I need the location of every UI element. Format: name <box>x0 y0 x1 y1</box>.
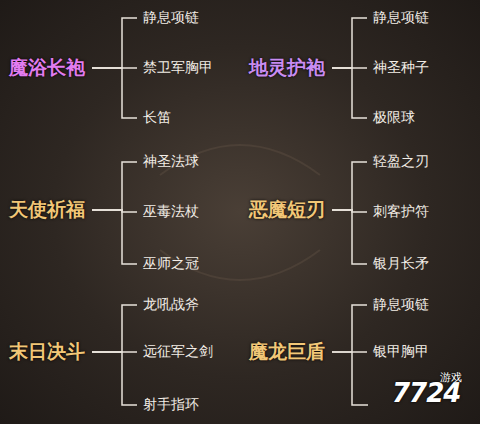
item-name: 神圣法球 <box>143 153 199 169</box>
component-item: 银甲胸甲 <box>370 341 432 363</box>
item-name: 银月长矛 <box>373 255 429 271</box>
bracket-connector <box>92 68 137 118</box>
item-name: 静息项链 <box>373 9 429 25</box>
item-name: 极限球 <box>373 109 415 125</box>
component-item: 静息项链 <box>370 294 432 316</box>
component-item: 轻盈之刃 <box>370 151 432 173</box>
bracket-connector <box>92 18 137 68</box>
bracket-connector <box>332 68 367 118</box>
item-name: 长笛 <box>143 109 171 125</box>
component-item: 长笛 <box>140 107 174 129</box>
component-item: 静息项链 <box>370 7 432 29</box>
component-item: 射手指环 <box>140 394 202 416</box>
component-item: 刺客护符 <box>370 201 432 223</box>
item-name: 巫毒法杖 <box>143 203 199 219</box>
item-name: 恶魔短刃 <box>249 198 325 220</box>
bracket-connector <box>332 18 367 68</box>
set-item: 末日决斗 <box>6 337 88 367</box>
bracket-connector <box>92 210 137 264</box>
bracket-connector <box>92 305 137 352</box>
set-item: 魔龙巨盾 <box>246 337 328 367</box>
item-name: 静息项链 <box>373 296 429 312</box>
bracket-connector <box>332 305 367 352</box>
item-name: 静息项链 <box>143 9 199 25</box>
item-name: 天使祈福 <box>9 198 85 220</box>
bracket-connector <box>92 352 137 405</box>
bracket-branch <box>352 352 368 405</box>
item-name: 龙吼战斧 <box>143 296 199 312</box>
item-name: 禁卫军胸甲 <box>143 59 213 75</box>
item-name: 地灵护袍 <box>249 56 325 78</box>
bracket-connector <box>92 162 137 210</box>
set-item: 天使祈福 <box>6 195 88 225</box>
component-item: 巫毒法杖 <box>140 201 202 223</box>
component-item: 远征军之剑 <box>140 341 216 363</box>
item-name: 魔浴长袍 <box>9 56 85 78</box>
component-item: 银月长矛 <box>370 253 432 275</box>
item-name: 刺客护符 <box>373 203 429 219</box>
set-item: 恶魔短刃 <box>246 195 328 225</box>
component-item: 龙吼战斧 <box>140 294 202 316</box>
set-item: 魔浴长袍 <box>6 53 88 83</box>
item-name: 远征军之剑 <box>143 343 213 359</box>
component-item: 神圣法球 <box>140 151 202 173</box>
component-item: 神圣种子 <box>370 57 432 79</box>
bracket-connector <box>332 351 367 353</box>
item-name: 巫师之冠 <box>143 255 199 271</box>
component-item: 巫师之冠 <box>140 253 202 275</box>
component-item: 禁卫军胸甲 <box>140 57 216 79</box>
set-item: 地灵护袍 <box>246 53 328 83</box>
item-name: 神圣种子 <box>373 59 429 75</box>
item-name: 末日决斗 <box>9 340 85 362</box>
item-name: 射手指环 <box>143 396 199 412</box>
watermark: 游戏 <box>440 370 462 385</box>
component-item: 极限球 <box>370 107 418 129</box>
bracket-connector <box>332 162 367 210</box>
item-name: 轻盈之刃 <box>373 153 429 169</box>
component-item: 静息项链 <box>140 7 202 29</box>
item-name: 魔龙巨盾 <box>249 340 325 362</box>
item-name: 银甲胸甲 <box>373 343 429 359</box>
bracket-connector <box>332 210 367 264</box>
